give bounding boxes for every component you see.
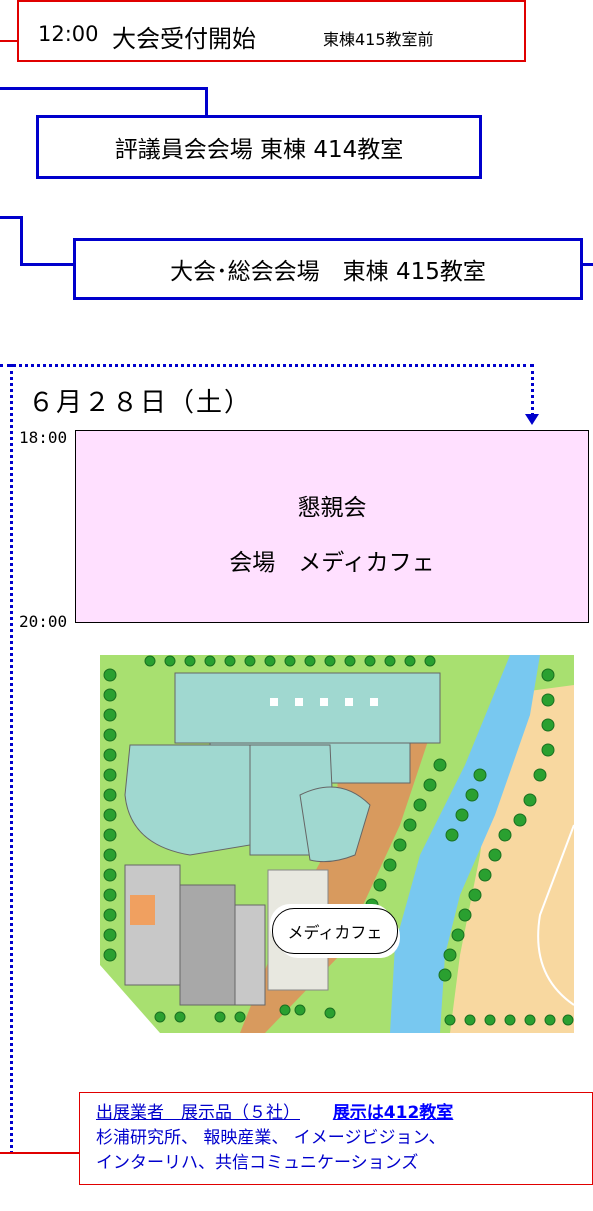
connector-line xyxy=(580,263,593,266)
council-title: 評議員会会場 東棟 414教室 xyxy=(114,137,404,163)
party-venue: 会場 メディカフェ xyxy=(229,550,435,576)
start-time: 18:00 xyxy=(19,428,68,447)
exhibitors-header: 出展業者 展示品（５社） 展示は412教室 xyxy=(96,1101,592,1126)
reception-box: 12:00 大会受付開始 東棟415教室前 xyxy=(17,0,526,62)
party-box: 懇親会 会場 メディカフェ xyxy=(75,430,589,623)
exhibitors-box: 出展業者 展示品（５社） 展示は412教室 杉浦研究所、 報映産業、 イメージビ… xyxy=(79,1092,593,1185)
connector-line xyxy=(0,40,18,42)
end-time: 20:00 xyxy=(19,612,68,631)
arrow-down-icon xyxy=(525,414,539,425)
exhibitors-line-1: 杉浦研究所、 報映産業、 イメージビジョン、 xyxy=(96,1128,446,1148)
reception-time: 12:00 xyxy=(38,22,99,46)
exhibitors-line-2: インターリハ、共信コミュニケーションズ xyxy=(96,1153,419,1173)
general-meeting-box: 大会･総会会場 東棟 415教室 xyxy=(73,238,583,300)
dotted-connector xyxy=(10,364,13,1154)
council-box: 評議員会会場 東棟 414教室 xyxy=(36,115,482,179)
exhibitors-header-left: 出展業者 展示品（５社） xyxy=(96,1103,300,1123)
connector-line xyxy=(0,1152,80,1154)
connector-line xyxy=(0,87,208,90)
party-title: 懇親会 xyxy=(297,495,367,521)
campus-map xyxy=(100,655,574,1033)
connector-line xyxy=(20,216,23,266)
connector-line xyxy=(205,87,208,115)
map-label-media-cafe: メディカフェ xyxy=(272,908,398,954)
date-label: ６月２８日（土） xyxy=(28,388,253,418)
dotted-connector xyxy=(0,364,533,367)
connector-line xyxy=(20,263,74,266)
reception-title: 大会受付開始 xyxy=(112,25,256,53)
dotted-connector xyxy=(531,364,534,416)
reception-place: 東棟415教室前 xyxy=(323,30,434,49)
exhibit-room-link[interactable]: 展示は412教室 xyxy=(332,1103,454,1123)
connector-line xyxy=(0,216,22,219)
general-meeting-title: 大会･総会会場 東棟 415教室 xyxy=(170,259,486,285)
